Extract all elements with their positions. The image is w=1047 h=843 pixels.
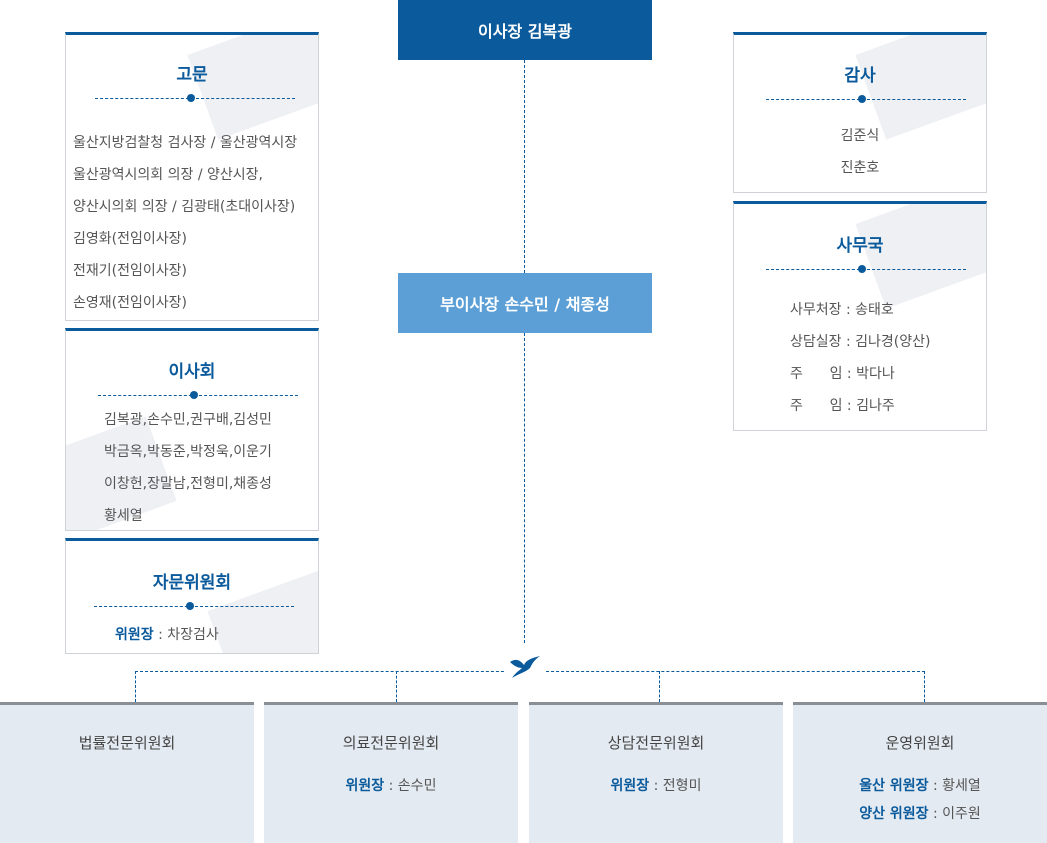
auditors-title: 감사 — [844, 66, 876, 86]
committee-title: 법률전문위원회 — [78, 734, 176, 752]
committee-member-label: 양산 위원장 — [859, 806, 929, 822]
auditors-divider-dot — [858, 95, 866, 103]
advisors-line: 전재기(전임이사장) — [73, 263, 187, 279]
board-line: 박금옥,박동준,박정욱,이운기 — [104, 444, 272, 460]
advisory-committee-title: 자문위원회 — [152, 573, 232, 593]
committee-member: 위원장 : 전형미 — [529, 775, 783, 795]
auditors-panel: 감사 김준식 진춘호 — [733, 32, 987, 193]
vice-chairman-label: 부이사장 손수민 / 채종성 — [440, 295, 610, 314]
auditors-line: 김준식 — [840, 128, 880, 144]
auditors-divider — [766, 99, 966, 100]
advisors-line: 울산광역시의회 의장 / 양산시장, — [73, 167, 263, 183]
committee-operations: 운영위원회 울산 위원장 : 황세열 양산 위원장 : 이주원 — [793, 702, 1047, 843]
panel-decoration — [187, 35, 318, 140]
connector-drop-1 — [135, 671, 136, 702]
committee-member-label: 위원장 — [345, 778, 385, 794]
secretariat-title: 사무국 — [836, 236, 884, 256]
connector-drop-4 — [924, 671, 925, 702]
advisory-committee-chair-label: 위원장 — [115, 627, 154, 643]
advisors-line: 손영재(전임이사장) — [73, 295, 187, 311]
advisors-panel: 고문 울산지방검찰청 검사장 / 울산광역시장 울산광역시의회 의장 / 양산시… — [65, 32, 319, 321]
committee-member-value: : 전형미 — [649, 778, 702, 794]
secretariat-line: 상담실장 : 김나경(양산) — [790, 334, 931, 350]
chairman-box: 이사장 김복광 — [398, 0, 652, 60]
vice-chairman-box: 부이사장 손수민 / 채종성 — [398, 273, 652, 333]
committee-member: 양산 위원장 : 이주원 — [793, 803, 1047, 823]
committee-medical: 의료전문위원회 위원장 : 손수민 — [264, 702, 518, 843]
committee-title: 상담전문위원회 — [607, 734, 705, 752]
committee-member-value: : 손수민 — [384, 778, 437, 794]
connector-drop-2 — [396, 671, 397, 702]
committee-member-value: : 이주원 — [928, 806, 981, 822]
board-panel: 이사회 김복광,손수민,권구배,김성민 박금옥,박동준,박정욱,이운기 이창헌,… — [65, 328, 319, 531]
board-divider — [98, 395, 298, 396]
auditors-line: 진춘호 — [840, 160, 880, 176]
secretariat-line: 주 임 : 박다나 — [790, 366, 895, 382]
committee-member-label: 울산 위원장 — [859, 778, 929, 794]
connector-main-vertical — [524, 60, 525, 273]
connector-drop-3 — [659, 671, 660, 702]
secretariat-line: 주 임 : 김나주 — [790, 398, 895, 414]
advisors-line: 양산시의회 의장 / 김광태(초대이사장) — [73, 199, 296, 215]
board-line: 이창헌,장말남,전형미,채종성 — [104, 476, 272, 492]
advisory-committee-chair: 위원장 : 차장검사 — [115, 624, 219, 644]
advisors-divider-dot — [187, 94, 195, 102]
board-line: 황세열 — [104, 508, 143, 524]
committee-member-label: 위원장 — [610, 778, 650, 794]
board-line: 김복광,손수민,권구배,김성민 — [104, 412, 272, 428]
committee-member-value: : 황세열 — [928, 778, 981, 794]
bird-icon — [506, 650, 546, 680]
committee-title: 의료전문위원회 — [342, 734, 440, 752]
connector-main-vertical-lower — [524, 333, 525, 643]
advisory-committee-panel: 자문위원회 위원장 : 차장검사 — [65, 538, 319, 654]
committee-member: 울산 위원장 : 황세열 — [793, 775, 1047, 795]
board-title: 이사회 — [168, 362, 216, 382]
advisory-committee-chair-value: : 차장검사 — [153, 627, 219, 643]
secretariat-panel: 사무국 사무처장 : 송태호 상담실장 : 김나경(양산) 주 임 : 박다나 … — [733, 201, 987, 431]
committee-counseling: 상담전문위원회 위원장 : 전형미 — [529, 702, 783, 843]
committee-legal: 법률전문위원회 — [0, 702, 254, 843]
advisory-committee-divider-dot — [186, 602, 194, 610]
chairman-label: 이사장 김복광 — [478, 22, 572, 41]
committee-member: 위원장 : 손수민 — [264, 775, 518, 795]
advisors-line: 울산지방검찰청 검사장 / 울산광역시장 — [73, 135, 298, 151]
secretariat-divider — [766, 269, 966, 270]
secretariat-line: 사무처장 : 송태호 — [790, 302, 894, 318]
advisors-title: 고문 — [176, 65, 208, 85]
advisory-committee-divider — [94, 606, 294, 607]
board-divider-dot — [190, 391, 198, 399]
advisors-line: 김영화(전임이사장) — [73, 231, 187, 247]
advisors-divider — [95, 98, 295, 99]
committee-title: 운영위원회 — [885, 734, 955, 752]
secretariat-divider-dot — [858, 265, 866, 273]
